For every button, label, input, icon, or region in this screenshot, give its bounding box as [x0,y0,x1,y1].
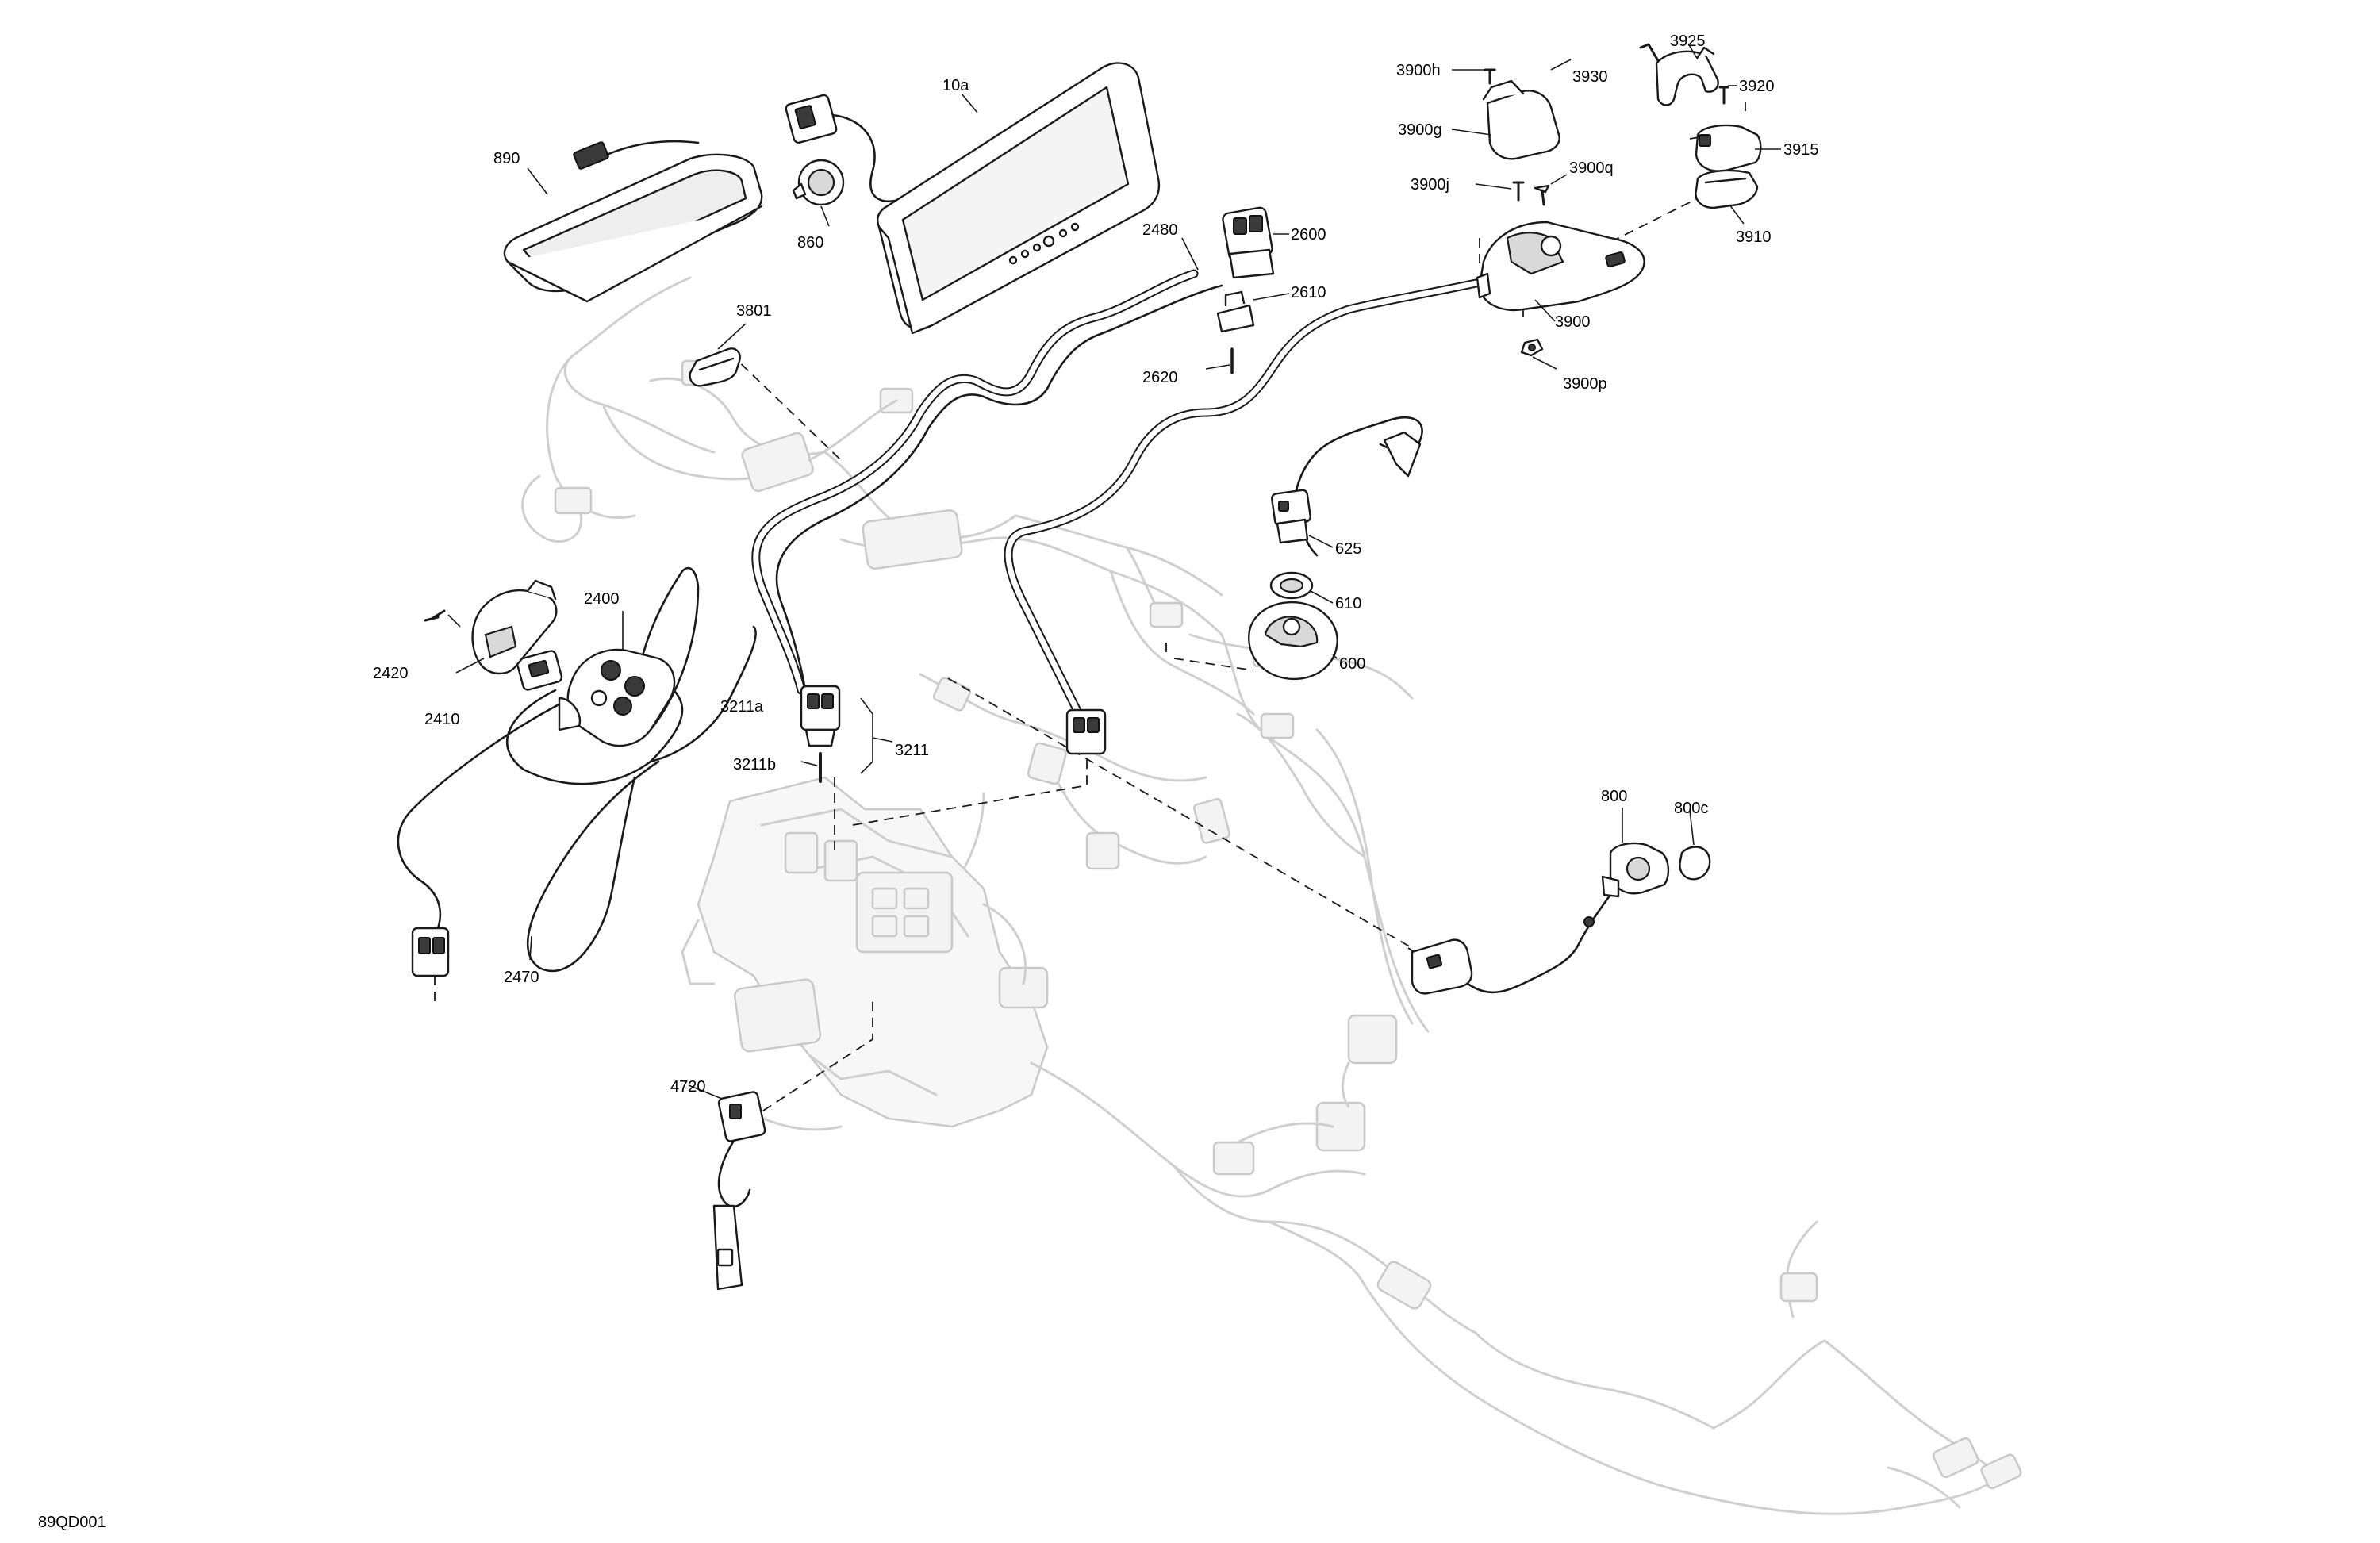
callout-3900q: 3900q [1569,159,1614,177]
part-4720-connector [712,1091,766,1291]
part-3920-screw [1718,86,1729,105]
part-2470-connector [411,927,450,977]
callout-625: 625 [1335,540,1361,558]
callout-2400: 2400 [584,590,620,608]
part-3915-housing [1695,124,1762,172]
part-3925-clamp [1655,46,1719,106]
callout-3900: 3900 [1555,313,1591,331]
callout-890: 890 [493,150,520,167]
callout-3211a: 3211a [720,698,764,716]
part-800c-cap [1679,846,1711,881]
callout-860: 860 [797,234,823,251]
part-3900-switch [1476,221,1645,312]
callout-3211b: 3211b [733,756,776,773]
part-860-connector [785,94,906,206]
callout-labels: 890 860 10a 2480 2600 2610 2620 3801 390… [38,33,1819,1531]
part-3930-screw [1639,43,1661,65]
part-3910-bracket [1695,169,1759,209]
part-3211-second-connector [1065,708,1107,755]
callout-2620: 2620 [1142,369,1178,386]
ghost-harness [521,276,2022,1515]
leader-lines [447,43,1781,1100]
part-3900g-cover [1482,79,1560,160]
callout-2420: 2420 [373,665,409,682]
callout-2410: 2410 [424,711,460,728]
part-600-switch [1248,601,1338,681]
part-610-ring [1269,571,1314,600]
part-3900p-nut [1520,338,1544,357]
callout-3910: 3910 [1736,228,1772,246]
part-890-module [503,140,763,303]
drawing-code: 89QD001 [38,1514,106,1531]
callout-3915: 3915 [1783,141,1819,159]
callout-3900g: 3900g [1398,121,1442,139]
callout-3900h: 3900h [1396,62,1441,79]
part-800-switch [1583,842,1670,927]
part-10a-display [877,62,1161,335]
part-3900q-screw [1534,184,1550,206]
part-2410-housing [471,579,558,675]
part-2420-screw [424,609,446,622]
callout-3900p: 3900p [1563,375,1607,393]
callout-4720: 4720 [670,1078,706,1096]
part-2400-switch [516,648,676,747]
part-625-connector [1271,431,1422,544]
callout-2470: 2470 [504,969,539,986]
part-800-connector [1411,938,1473,995]
callout-3801: 3801 [736,302,772,320]
callout-3925: 3925 [1670,33,1706,50]
callout-2480: 2480 [1142,221,1178,239]
callout-3920: 3920 [1739,78,1775,95]
callout-800c: 800c [1674,800,1708,817]
display-buttons [1008,222,1080,265]
part-3211a-connector [800,685,841,747]
part-3801-clip [689,347,741,387]
callout-3900j: 3900j [1411,176,1449,194]
callout-3930: 3930 [1572,68,1608,86]
callout-2600: 2600 [1291,226,1326,244]
callout-3211: 3211 [895,742,929,759]
part-2610-clip [1216,290,1255,333]
callout-10a: 10a [942,77,969,94]
callout-600: 600 [1339,655,1365,673]
callout-800: 800 [1601,788,1627,805]
part-3900j-screw [1512,181,1525,202]
callout-610: 610 [1335,595,1361,612]
part-2600-connector [1222,206,1275,279]
harness-wires [397,269,1620,1208]
callout-2610: 2610 [1291,284,1326,301]
part-3900h-screw [1484,68,1496,85]
part-3211-bracket [860,697,873,774]
